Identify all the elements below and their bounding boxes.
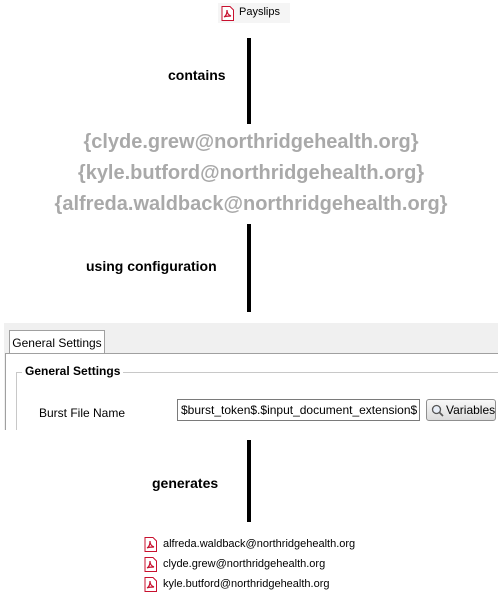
source-file-label: Payslips <box>239 6 280 18</box>
group-title: General Settings <box>22 364 124 378</box>
burst-token: {alfreda.waldback@northridgehealth.org} <box>54 193 448 215</box>
pdf-icon <box>144 557 157 572</box>
burst-file-name-input[interactable]: $burst_token$.$input_document_extension$ <box>177 399 420 421</box>
source-file[interactable]: Payslips <box>218 3 290 23</box>
pdf-icon <box>221 6 234 21</box>
output-file-label: kyle.butford@northridgehealth.org <box>163 578 330 590</box>
connector-line-middle <box>247 224 251 312</box>
step-contains-label: contains <box>168 67 226 83</box>
output-file-label: clyde.grew@northridgehealth.org <box>163 558 326 570</box>
output-file-label: alfreda.waldback@northridgehealth.org <box>163 538 356 550</box>
step-using-configuration-label: using configuration <box>86 258 217 274</box>
output-file[interactable]: alfreda.waldback@northridgehealth.org <box>143 535 378 554</box>
variables-button-label: Variables <box>446 403 496 417</box>
output-file[interactable]: clyde.grew@northridgehealth.org <box>143 555 378 574</box>
magnifier-icon <box>431 403 444 423</box>
output-file[interactable]: kyle.butford@northridgehealth.org <box>143 575 378 594</box>
group-border-top <box>16 372 498 373</box>
step-generates-label: generates <box>152 475 219 491</box>
burst-file-name-label: Burst File Name <box>39 406 126 420</box>
settings-tab-content: General Settings Burst File Name $burst_… <box>5 353 498 430</box>
pdf-icon <box>144 537 157 552</box>
variables-button[interactable]: Variables <box>426 399 496 421</box>
burst-token: {kyle.butford@northridgehealth.org} <box>77 162 425 184</box>
tab-general-settings[interactable]: General Settings <box>9 330 105 354</box>
settings-panel: General Settings General Settings Burst … <box>4 323 498 430</box>
connector-line-top <box>247 38 251 124</box>
connector-line-bottom <box>247 440 251 522</box>
burst-token: {clyde.grew@northridgehealth.org} <box>83 131 419 153</box>
pdf-icon <box>144 577 157 592</box>
group-border-left <box>16 372 17 430</box>
